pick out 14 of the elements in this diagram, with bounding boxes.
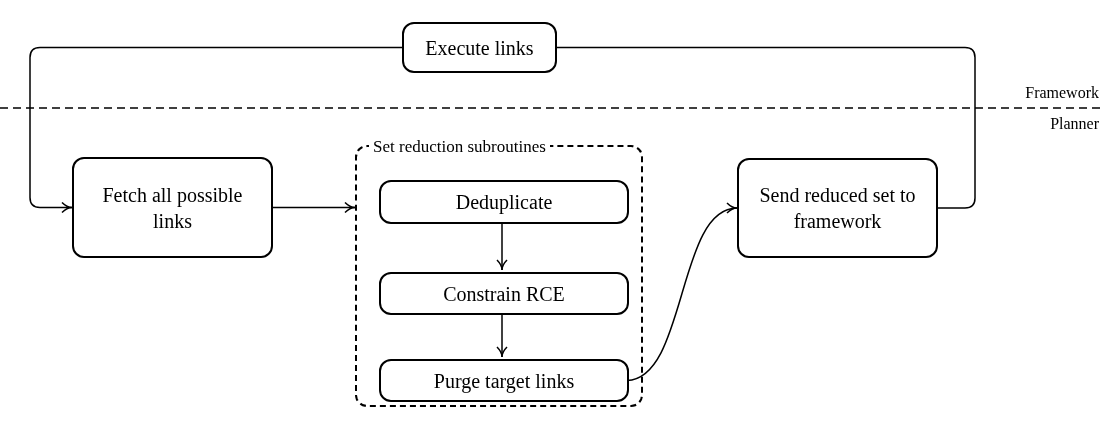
process-box bbox=[737, 158, 938, 258]
box-label: Send reduced set to framework bbox=[758, 183, 917, 234]
box-label: Deduplicate bbox=[455, 190, 553, 215]
region-label: Planner bbox=[1050, 116, 1099, 132]
box-label: Execute links bbox=[425, 35, 534, 61]
process-box bbox=[379, 359, 629, 402]
process-box bbox=[379, 272, 629, 315]
process-box bbox=[72, 157, 273, 258]
process-box bbox=[379, 180, 629, 224]
box-label: Constrain RCE bbox=[443, 281, 565, 307]
box-label: Fetch all possible links bbox=[101, 182, 244, 234]
box-label: Purge target links bbox=[433, 368, 575, 394]
process-box bbox=[402, 22, 557, 73]
region-label: Framework bbox=[1025, 85, 1099, 101]
